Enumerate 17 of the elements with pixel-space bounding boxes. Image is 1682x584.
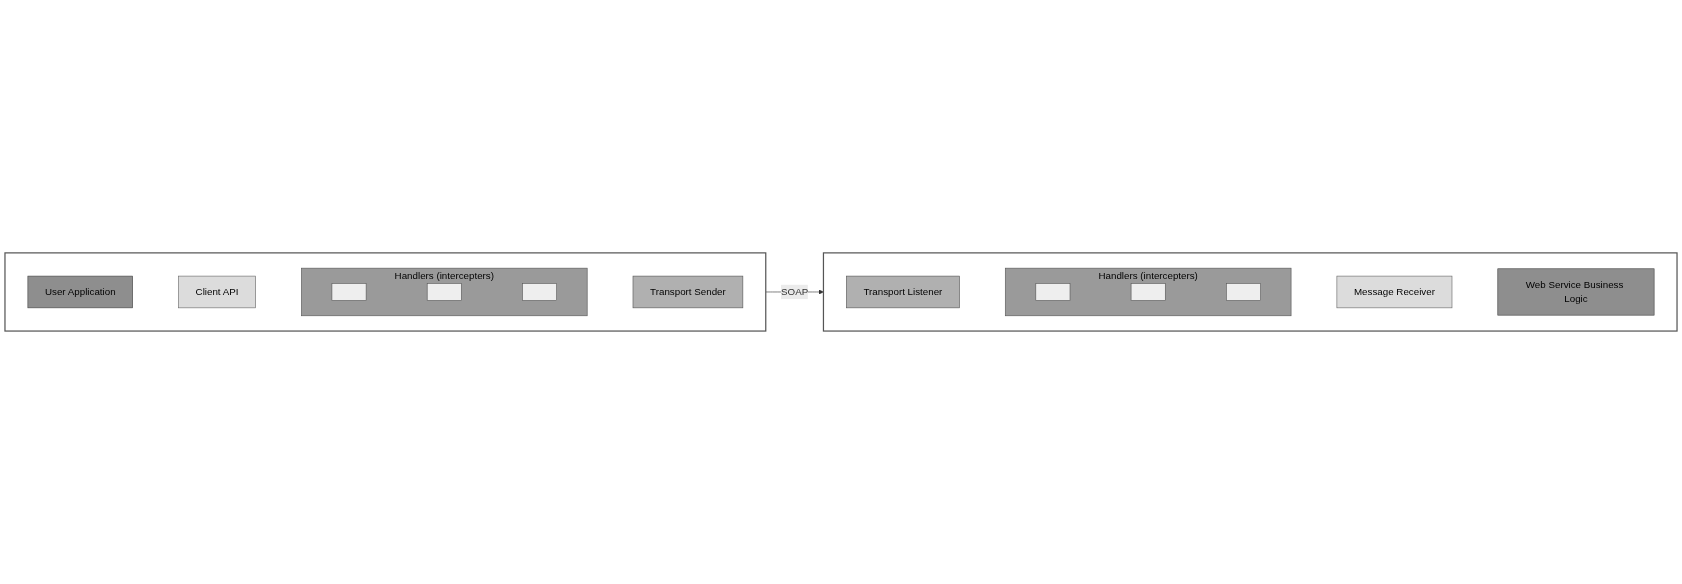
node-box: [522, 283, 557, 301]
node-box: [1035, 283, 1071, 301]
node-box: Client API: [178, 275, 256, 309]
cluster: Handlers (intercepters): [1004, 267, 1292, 317]
node-box: [426, 283, 462, 301]
node-box: Web Service Business Logic: [1497, 268, 1655, 316]
node-box: [1130, 283, 1166, 301]
cluster: [4, 252, 767, 332]
edge-label: SOAP: [781, 286, 809, 297]
node-box: Transport Listener: [846, 275, 960, 309]
cluster: Handlers (intercepters): [301, 267, 588, 317]
node-box: [1226, 283, 1261, 301]
node-box: Transport Sender: [632, 275, 744, 309]
node-box: Message Receiver: [1336, 275, 1453, 309]
node-box: [331, 283, 367, 301]
node-box: User Application: [27, 275, 133, 309]
cluster: [822, 252, 1678, 332]
